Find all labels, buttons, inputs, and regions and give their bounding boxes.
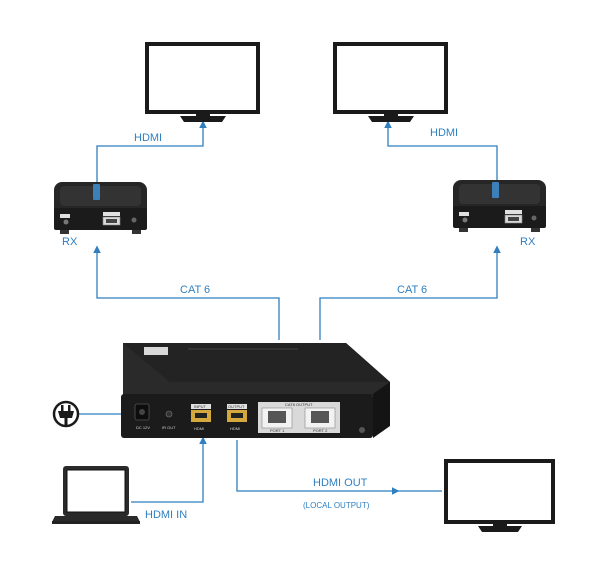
line-cat6-to-rx-right [319,245,501,340]
monitor-icon [444,459,555,532]
line-cat6-to-rx-left [93,245,280,340]
line-rx-right-to-monitor-right [384,120,498,180]
port1-label: PORT 1 [270,428,285,433]
splitter-icon [121,343,390,438]
rx-left-label: RX [62,236,78,248]
power-plug-icon [52,400,80,428]
hdmi-left-label: HDMI [134,132,162,144]
device-labels: DC 12V IR OUT HDMI HDMI INPUT OUTPUT CAT… [136,402,328,433]
receiver-icon [453,180,546,232]
port2-label: PORT 2 [313,428,328,433]
input-tag: INPUT [194,404,207,409]
receiver-icon [54,182,147,234]
line-splitter-to-local-monitor [236,440,400,495]
hdmi-input-port-label: HDMI [194,426,204,431]
ir-out-label: IR OUT [162,425,176,430]
hdmi-output-port-label: HDMI [230,426,240,431]
local-output-label: (LOCAL OUTPUT) [303,501,370,510]
monitor-icon [145,42,260,122]
output-tag: OUTPUT [228,404,245,409]
line-laptop-to-splitter [131,436,207,503]
cat6-right-label: CAT 6 [397,284,427,296]
dc-12v-label: DC 12V [136,425,150,430]
diagram-labels: HDMI HDMI RX RX CAT 6 CAT 6 HDMI IN HDMI… [62,127,536,521]
laptop-icon [52,466,140,524]
rx-right-label: RX [520,236,536,248]
cat6-output-tag: CAT6 OUTPUT [285,402,313,407]
line-rx-left-to-monitor-left [96,120,207,182]
connection-lines [79,120,501,503]
monitor-icon [333,42,448,122]
hdmi-out-label: HDMI OUT [313,477,368,489]
cat6-left-label: CAT 6 [180,284,210,296]
hdmi-right-label: HDMI [430,127,458,139]
hdmi-in-label: HDMI IN [145,509,187,521]
